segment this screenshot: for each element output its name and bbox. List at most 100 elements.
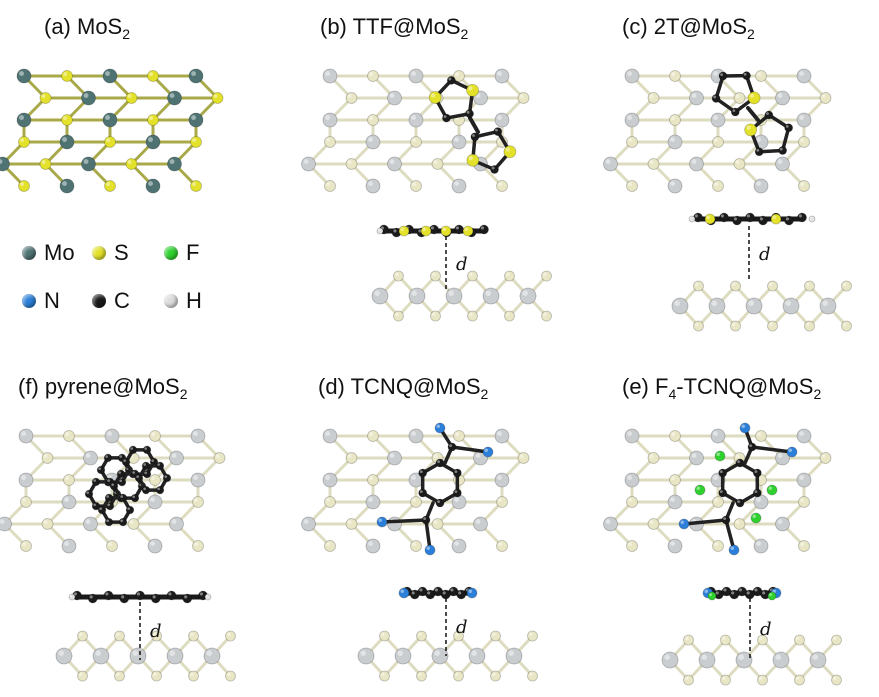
mo-atom	[387, 156, 402, 172]
s-atom	[712, 540, 724, 552]
s-atom	[733, 92, 746, 104]
s-atom	[757, 674, 768, 686]
mos2-side-view	[55, 630, 236, 682]
mo-atom	[147, 538, 163, 554]
c-atom	[735, 458, 745, 468]
s-atom	[626, 496, 638, 508]
mo-atom	[451, 134, 467, 150]
mo-atom	[59, 134, 75, 150]
mo-atom	[18, 472, 34, 488]
mo-atom	[775, 156, 790, 172]
s-atom	[20, 540, 32, 552]
mo-atom	[408, 112, 424, 128]
s-atom	[430, 270, 441, 282]
mo-atom-icon	[22, 246, 36, 260]
mo-atom	[61, 538, 77, 554]
distance-label: d	[759, 244, 771, 265]
h-atom	[808, 215, 816, 223]
adsorption-distance-marker: d	[445, 236, 468, 292]
s-atom	[192, 540, 204, 552]
s-atom	[431, 158, 444, 170]
legend-item-s: S	[92, 240, 129, 266]
h-atom	[688, 215, 696, 223]
c-atom	[711, 94, 721, 103]
distance-label: d	[456, 617, 468, 638]
s-atom	[420, 225, 432, 237]
f-atom-icon	[164, 246, 178, 260]
c-atom	[421, 515, 431, 525]
s-atom	[730, 320, 741, 332]
mo-atom	[387, 90, 402, 106]
mo-atom	[796, 68, 812, 84]
f-atom	[766, 484, 778, 496]
mo-atom	[753, 494, 769, 510]
s-atom	[41, 518, 54, 530]
s-atom	[114, 630, 125, 642]
s-atom	[626, 180, 638, 192]
mo-atom	[667, 134, 683, 150]
mo-atom	[661, 651, 679, 669]
s-atom	[147, 70, 159, 82]
c-atom	[141, 485, 151, 495]
s-atom	[367, 114, 379, 126]
s-atom	[669, 430, 681, 442]
s-atom	[393, 270, 404, 282]
tcnq-molecule-top-view	[376, 422, 494, 556]
adsorption-distance-marker: d	[748, 226, 771, 282]
legend-item-n: N	[22, 288, 60, 314]
s-atom	[503, 145, 517, 159]
c-atom	[490, 165, 499, 174]
s-atom	[647, 92, 660, 104]
c-atom	[435, 458, 445, 468]
s-atom	[798, 136, 810, 148]
c-atom	[134, 473, 144, 483]
n-atom	[434, 422, 446, 434]
n-atom	[739, 422, 751, 434]
c-atom-icon	[92, 294, 106, 308]
mo-atom	[129, 647, 147, 665]
s-atom	[367, 70, 379, 82]
s-atom	[770, 213, 782, 225]
s-atom	[428, 91, 442, 104]
s-atom	[149, 474, 161, 486]
mo-atom	[188, 112, 204, 128]
s-atom	[367, 474, 379, 486]
adsorbed-molecule-side-view	[376, 224, 489, 238]
mos2-top-view	[0, 68, 224, 194]
s-atom	[730, 280, 741, 292]
c-atom	[150, 593, 161, 604]
s-atom	[490, 630, 501, 642]
mo-atom	[61, 494, 77, 510]
mo-atom	[708, 297, 726, 315]
c-atom	[752, 468, 762, 478]
n-atom	[678, 518, 690, 530]
mos2-top-view-faded	[603, 68, 832, 194]
mo-atom	[365, 538, 381, 554]
c-atom	[418, 468, 428, 478]
s-atom	[440, 225, 452, 237]
mo-atom	[698, 651, 716, 669]
mo-atom	[775, 90, 790, 106]
h-atom	[204, 593, 212, 601]
s-atom	[527, 670, 538, 682]
c-atom	[479, 224, 489, 235]
mo-atom	[796, 472, 812, 488]
s-atom	[683, 674, 694, 686]
s-atom	[712, 136, 724, 148]
mos2-side-view	[671, 280, 852, 332]
s-atom	[345, 452, 358, 464]
mo-atom	[102, 68, 118, 84]
mo-atom	[387, 450, 402, 466]
panel-title-b: (b) TTF@MoS2	[320, 14, 469, 42]
s-atom	[453, 670, 464, 682]
mo-atom	[451, 494, 467, 510]
mo-atom	[322, 112, 338, 128]
mo-atom	[16, 68, 32, 84]
s-atom	[416, 630, 427, 642]
c-atom	[118, 493, 128, 503]
f-atom	[707, 591, 717, 601]
mos2-side-view	[357, 630, 538, 682]
mo-atom	[322, 428, 338, 444]
legend-item-mo: Mo	[22, 240, 75, 266]
s-atom	[39, 158, 52, 170]
